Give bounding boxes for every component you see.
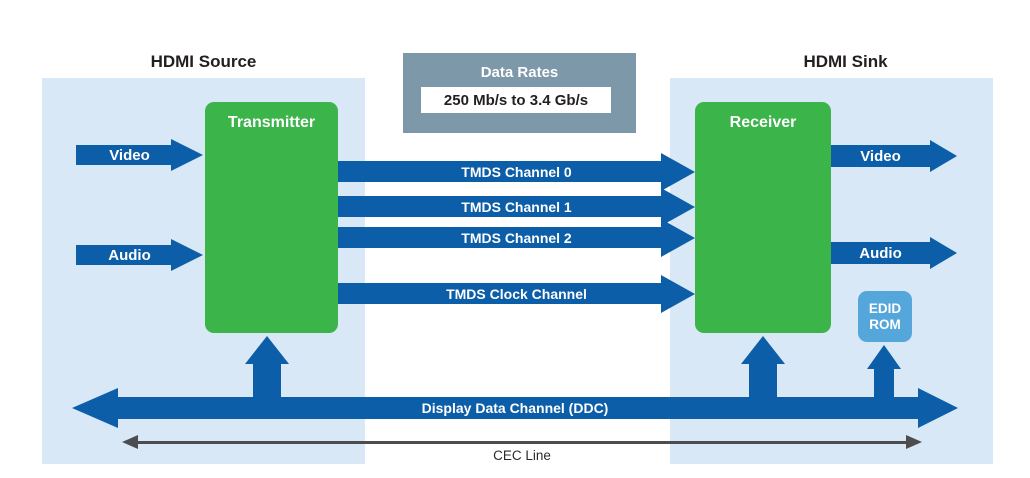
- tmds-clock-channel-label: TMDS Clock Channel: [446, 286, 587, 302]
- arrow-shaft: [338, 161, 661, 182]
- audio-input-arrow: Audio: [76, 239, 203, 271]
- arrow-head: [741, 336, 785, 364]
- receiver-block: Receiver: [695, 102, 831, 333]
- arrow-shaft: [749, 363, 777, 397]
- audio-input-label: Audio: [108, 246, 151, 264]
- edid-rom-line1: EDID: [868, 300, 902, 316]
- transmitter-ddc-arrow: [245, 336, 289, 397]
- arrow-head: [661, 275, 695, 313]
- arrow-shaft: [831, 242, 930, 264]
- receiver-ddc-arrow: [741, 336, 785, 397]
- arrow-shaft: [831, 145, 930, 167]
- arrow-shaft: [76, 145, 171, 165]
- data-rates-box: Data Rates 250 Mb/s to 3.4 Gb/s: [403, 53, 636, 133]
- edid-rom-line2: ROM: [869, 316, 901, 332]
- tmds-channel-0-label: TMDS Channel 0: [461, 164, 572, 180]
- data-rates-value: 250 Mb/s to 3.4 Gb/s: [421, 87, 611, 113]
- cec-line-bar: [136, 441, 908, 444]
- tmds-channel-1-label: TMDS Channel 1: [461, 199, 572, 215]
- arrow-head: [171, 139, 203, 171]
- edid-ddc-arrow: [867, 345, 901, 397]
- arrow-shaft: [76, 245, 171, 265]
- arrow-head: [867, 345, 901, 369]
- arrow-shaft: [338, 283, 661, 304]
- video-output-label: Video: [860, 147, 901, 165]
- cec-line: [122, 435, 922, 449]
- video-output-arrow: Video: [831, 140, 957, 172]
- data-rates-title: Data Rates: [480, 64, 559, 81]
- arrow-head: [930, 237, 957, 269]
- transmitter-block: Transmitter: [205, 102, 338, 333]
- tmds-channel-2-arrow: TMDS Channel 2: [338, 219, 695, 257]
- arrow-shaft: [253, 363, 281, 397]
- audio-output-arrow: Audio: [831, 237, 957, 269]
- video-input-arrow: Video: [76, 139, 203, 171]
- arrow-shaft: [874, 368, 894, 397]
- arrow-shaft: [338, 227, 661, 248]
- arrow-head-left: [72, 388, 118, 428]
- arrow-head: [171, 239, 203, 271]
- hdmi-source-title: HDMI Source: [150, 52, 257, 71]
- audio-output-label: Audio: [859, 244, 902, 262]
- arrow-head: [245, 336, 289, 364]
- arrow-head-right: [906, 435, 922, 449]
- tmds-clock-channel-arrow: TMDS Clock Channel: [338, 275, 695, 313]
- tmds-channel-0-arrow: TMDS Channel 0: [338, 153, 695, 191]
- arrow-head: [930, 140, 957, 172]
- arrow-head-right: [918, 388, 958, 428]
- arrow-shaft: [338, 196, 661, 217]
- video-input-label: Video: [109, 146, 150, 164]
- ddc-arrow: Display Data Channel (DDC): [72, 388, 958, 428]
- arrow-head-left: [122, 435, 138, 449]
- ddc-label: Display Data Channel (DDC): [421, 400, 609, 416]
- edid-rom-box: EDID ROM: [858, 291, 912, 342]
- tmds-channel-2-label: TMDS Channel 2: [461, 230, 572, 246]
- arrow-head: [661, 153, 695, 191]
- cec-label: CEC Line: [493, 448, 551, 463]
- arrow-shaft: [118, 397, 918, 419]
- hdmi-sink-title: HDMI Sink: [803, 52, 888, 71]
- arrow-head: [661, 219, 695, 257]
